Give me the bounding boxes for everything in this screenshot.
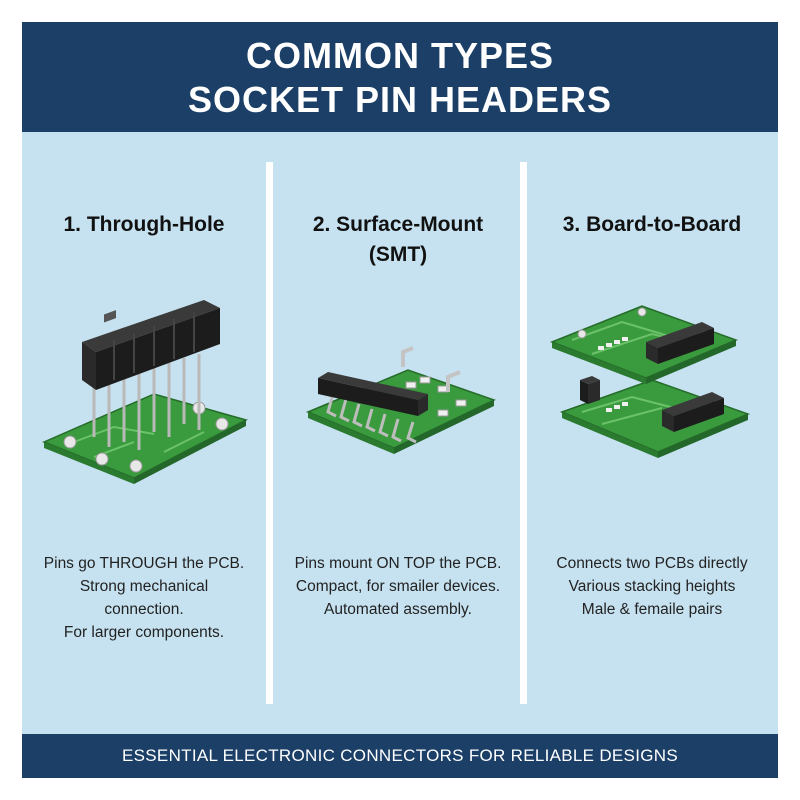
column-title: 1. Through-Hole (63, 213, 225, 236)
column-description: Connects two PCBs directly Various stack… (534, 552, 770, 621)
column-description: Pins mount ON TOP the PCB. Compact, for … (280, 552, 516, 621)
description-line: Pins go THROUGH the PCB. (43, 555, 245, 572)
description-line: Strong mechanical (79, 578, 209, 595)
description-line: Various stacking heights (568, 578, 736, 595)
column-through-hole: 1. Through-Hole (26, 162, 262, 704)
header-banner: COMMON TYPES SOCKET PIN HEADERS (22, 22, 778, 132)
footer-banner: ESSENTIAL ELECTRONIC CONNECTORS FOR RELI… (22, 734, 778, 778)
column-title: 3. Board-to-Board (562, 213, 742, 236)
page-title-line2: SOCKET PIN HEADERS (187, 79, 613, 120)
description-line: Connects two PCBs directly (556, 555, 748, 572)
column-title-line2: (SMT) (368, 243, 428, 266)
description-line: For larger components. (63, 624, 225, 641)
description-line: Male & femaile pairs (581, 601, 723, 618)
through-hole-header-icon (42, 300, 249, 484)
column-divider (520, 162, 527, 704)
infographic-frame: COMMON TYPES SOCKET PIN HEADERS 1. Throu… (22, 22, 778, 778)
page-title-line1: COMMON TYPES (245, 35, 554, 76)
column-title-line1: 2. Surface-Mount (312, 213, 484, 236)
smt-header-icon (306, 346, 496, 454)
column-title: 2. Surface-Mount (SMT) (280, 210, 516, 270)
column-description: Pins go THROUGH the PCB. Strong mechanic… (26, 552, 262, 644)
description-line: connection. (104, 601, 184, 618)
column-board-to-board: 3. Board-to-Board (534, 162, 770, 704)
description-line: Automated assembly. (324, 601, 472, 618)
column-divider (266, 162, 273, 704)
column-surface-mount: 2. Surface-Mount (SMT) (280, 162, 516, 704)
board-to-board-header-icon (549, 305, 751, 458)
description-line: Pins mount ON TOP the PCB. (294, 555, 502, 572)
description-line: Compact, for smailer devices. (295, 578, 501, 595)
